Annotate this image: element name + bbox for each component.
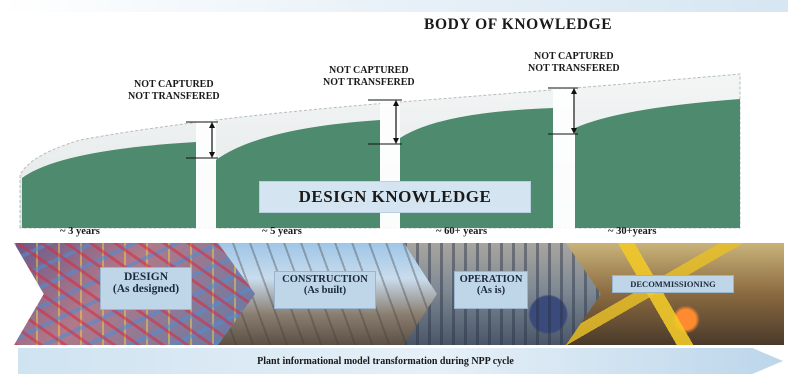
lifecycle-arrow: Plant informational model transformation…: [18, 348, 783, 374]
gap-label-2-line1: NOT CAPTURED: [329, 65, 409, 76]
gap-indicator-1: [186, 121, 218, 159]
duration-design: ~ 3 years: [60, 226, 100, 237]
gap-label-2-line2: NOT TRANSFERED: [323, 77, 415, 88]
phase-operation-state: (As is): [476, 285, 506, 296]
duration-construction: ~ 5 years: [262, 226, 302, 237]
gap-label-1-line1: NOT CAPTURED: [134, 79, 214, 90]
phase-design-name: DESIGN: [123, 271, 169, 283]
gap-label-1-line2: NOT TRANSFERED: [128, 91, 220, 102]
duration-decommissioning: ~ 30+years: [608, 226, 657, 237]
phase-operation-label: OPERATION (As is): [454, 271, 528, 309]
phase-decommissioning-name: DECOMMISSIONING: [630, 279, 716, 289]
phase-decommissioning: DECOMMISSIONING: [566, 243, 784, 345]
knowledge-segment-decommissioning: [575, 99, 740, 228]
gap-label-3-line2: NOT TRANSFERED: [528, 63, 620, 74]
body-of-knowledge-title: BODY OF KNOWLEDGE: [424, 16, 613, 33]
gap-indicator-3: [548, 87, 578, 135]
phase-decommissioning-image: [566, 243, 784, 345]
gap-label-1: NOT CAPTURED NOT TRANSFERED: [128, 79, 220, 103]
phase-design-state: (As designed): [112, 283, 180, 295]
phase-design-label: DESIGN (As designed): [100, 267, 192, 310]
phase-construction: CONSTRUCTION (As built): [218, 243, 450, 345]
gap-label-3-line1: NOT CAPTURED: [534, 51, 614, 62]
phase-operation-name: OPERATION: [459, 274, 523, 285]
gap-label-3: NOT CAPTURED NOT TRANSFERED: [528, 51, 620, 75]
gap-label-2: NOT CAPTURED NOT TRANSFERED: [323, 65, 415, 89]
knowledge-segment-design: [22, 142, 196, 228]
separator-3: [553, 86, 575, 230]
phase-construction-label: CONSTRUCTION (As built): [274, 271, 376, 309]
lifecycle-arrow-text: Plant informational model transformation…: [257, 355, 514, 367]
phase-construction-name: CONSTRUCTION: [282, 274, 368, 285]
phase-decommissioning-label: DECOMMISSIONING: [612, 275, 734, 293]
phase-construction-state: (As built): [303, 285, 347, 296]
duration-operation: ~ 60+ years: [436, 226, 488, 237]
gap-indicator-2: [368, 99, 402, 145]
phase-operation: OPERATION (As is): [404, 243, 610, 345]
separator-1: [196, 120, 216, 230]
design-knowledge-banner: DESIGN KNOWLEDGE: [259, 181, 531, 213]
top-gradient-strip: [0, 0, 788, 12]
phase-design: DESIGN (As designed): [14, 243, 262, 345]
